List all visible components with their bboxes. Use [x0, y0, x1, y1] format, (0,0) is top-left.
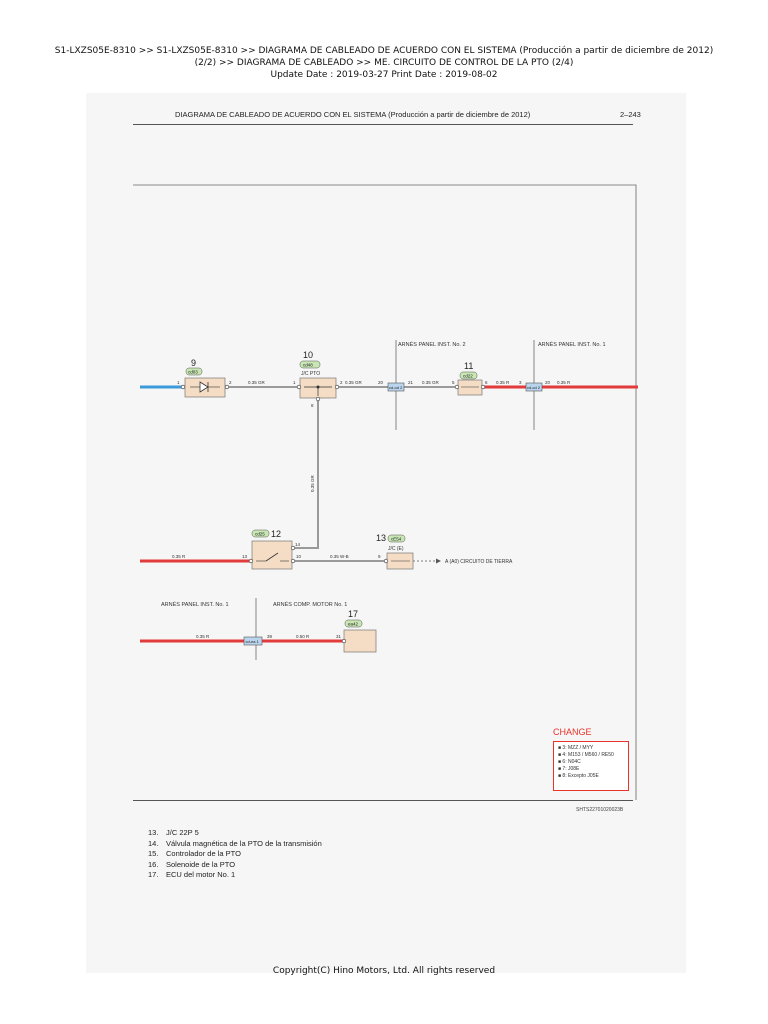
- document-header: S1-LXZS05E-8310 >> S1-LXZS05E-8310 >> DI…: [0, 45, 768, 81]
- component-13-label: J/C (E): [388, 546, 404, 552]
- drawing-code: SHTS22701020023B: [576, 807, 624, 813]
- component-legend: 13.J/C 22P 5 14.Válvula magnética de la …: [148, 828, 322, 881]
- component-13-tag: cE54: [391, 537, 402, 542]
- diagram-frame: [133, 184, 637, 800]
- change-item: ■ 7: J08E: [558, 766, 580, 772]
- pin-10-8: 8: [311, 403, 314, 408]
- component-9-tag: cd03: [188, 370, 198, 375]
- change-box: ■ 3: MZZ / MYY ■ 4: M153 / M560 / RE50 ■…: [553, 741, 629, 791]
- pin-12-14: 14: [295, 542, 301, 547]
- change-item: ■ 6: N04C: [558, 759, 581, 765]
- wire-label-9: 0.35 R: [196, 634, 210, 639]
- connector-cd-cd-2-label: cd-cd 2: [527, 385, 541, 390]
- component-11-tag-pill: [459, 371, 478, 380]
- top-rule: [133, 124, 633, 125]
- legend-item: 17.ECU del motor No. 1: [148, 870, 236, 879]
- wire-label-5: 0.35 R: [557, 380, 571, 385]
- header-line-3: Update Date : 2019-03-27 Print Date : 20…: [270, 70, 498, 80]
- connector-cd-od-2: [387, 382, 405, 392]
- connector-cd-od-2-label: cd-od 2: [389, 385, 403, 390]
- change-item: ■ 8: Excepto J05E: [558, 773, 599, 779]
- component-10-tag-pill: [299, 360, 321, 369]
- component-11-tag: cd22: [463, 374, 473, 379]
- switch-icon: [265, 552, 279, 562]
- component-11-number: 11: [464, 361, 473, 371]
- component-17: [341, 629, 377, 653]
- change-item: ■ 3: MZZ / MYY: [558, 745, 594, 751]
- ground-reference-label: A (A0) CIRCUITO DE TIERRA: [445, 559, 513, 565]
- wire-10-to-12: [292, 398, 319, 549]
- component-13-tag-pill: [387, 534, 406, 543]
- component-12-tag-pill: [251, 529, 270, 538]
- connector-cd-ea-1-label: cd-ea 1: [246, 639, 260, 644]
- component-17-tag: ea42: [348, 622, 359, 627]
- pin-ea-39: 39: [267, 634, 273, 639]
- pin-17-31: 31: [336, 634, 342, 639]
- legend-item: 16.Solenoide de la PTO: [148, 859, 236, 869]
- page-number: 2–243: [620, 110, 641, 119]
- wire-label-1: 0.35 GR: [248, 380, 266, 385]
- pin-od-20: 20: [378, 380, 384, 385]
- legend-item: 13.J/C 22P 5: [148, 828, 199, 837]
- pin-10-2: 2: [340, 380, 343, 385]
- wire-label-3: 0.35 GR: [422, 380, 440, 385]
- component-10-label: J/C PTO: [301, 371, 320, 377]
- pin-cd-3: 3: [519, 380, 522, 385]
- pin-9-1: 1: [177, 380, 180, 385]
- component-10-number: 10: [303, 350, 313, 360]
- wire-label-4: 0.35 R: [496, 380, 510, 385]
- header-line-1: S1-LXZS05E-8310 >> S1-LXZS05E-8310 >> DI…: [54, 46, 714, 56]
- component-13: [383, 552, 414, 570]
- sheet-title: DIAGRAMA DE CABLEADO DE ACUERDO CON EL S…: [175, 110, 531, 119]
- arrow-icon: [436, 558, 441, 564]
- pin-9-2: 2: [229, 380, 232, 385]
- pin-11-6: 6: [485, 380, 488, 385]
- harness-label-panel1-bottom: ARNÉS PANEL INST. No. 1: [161, 601, 229, 608]
- change-title: CHANGE: [553, 727, 592, 737]
- harness-label-panel1: ARNÉS PANEL INST. No. 1: [538, 341, 606, 348]
- pin-13-9: 9: [378, 554, 381, 559]
- wire-label-7: 0.35 R: [172, 554, 186, 559]
- harness-label-motor: ARNÉS COMP. MOTOR No. 1: [273, 601, 347, 608]
- header-line-2: (2/2) >> DIAGRAMA DE CABLEADO >> ME. CIR…: [194, 58, 574, 68]
- component-9-tag-pill: [185, 367, 203, 376]
- component-10-tag: cd48: [303, 363, 313, 368]
- diagram-sheet: [86, 93, 686, 973]
- component-17-number: 17: [348, 609, 358, 619]
- component-12: [248, 540, 296, 570]
- component-12-number: 12: [271, 529, 281, 539]
- bottom-rule: [133, 800, 633, 801]
- wire-label-10: 0.50 R: [296, 634, 310, 639]
- component-17-tag-pill: [344, 619, 363, 628]
- wire-label-2: 0.35 GR: [345, 380, 363, 385]
- copyright: Copyright(C) Hino Motors, Ltd. All right…: [272, 966, 496, 976]
- component-9-number: 9: [191, 358, 196, 368]
- pin-12-10: 10: [296, 554, 302, 559]
- pin-12-13: 13: [242, 554, 248, 559]
- connector-cd-cd-2: [525, 382, 543, 392]
- component-13-number: 13: [376, 533, 386, 543]
- pin-11-5: 5: [452, 380, 455, 385]
- harness-label-panel2: ARNÉS PANEL INST. No. 2: [398, 341, 466, 348]
- legend-item: 15.Controlador de la PTO: [148, 849, 241, 858]
- component-9: [180, 377, 230, 398]
- legend-item: 14.Válvula magnética de la PTO de la tra…: [148, 838, 322, 848]
- component-10: [296, 377, 340, 402]
- pin-cd-20: 20: [545, 380, 551, 385]
- component-11: [454, 379, 486, 396]
- wire-label-6: 0.35 GR: [310, 474, 315, 492]
- pin-od-21: 21: [408, 380, 414, 385]
- change-item: ■ 4: M153 / M560 / RE50: [558, 752, 614, 758]
- wire-label-8: 0.35 W-B: [330, 554, 349, 559]
- pin-10-1: 1: [293, 380, 296, 385]
- component-12-tag: cd25: [255, 532, 265, 537]
- connector-cd-ea-1: [243, 636, 263, 646]
